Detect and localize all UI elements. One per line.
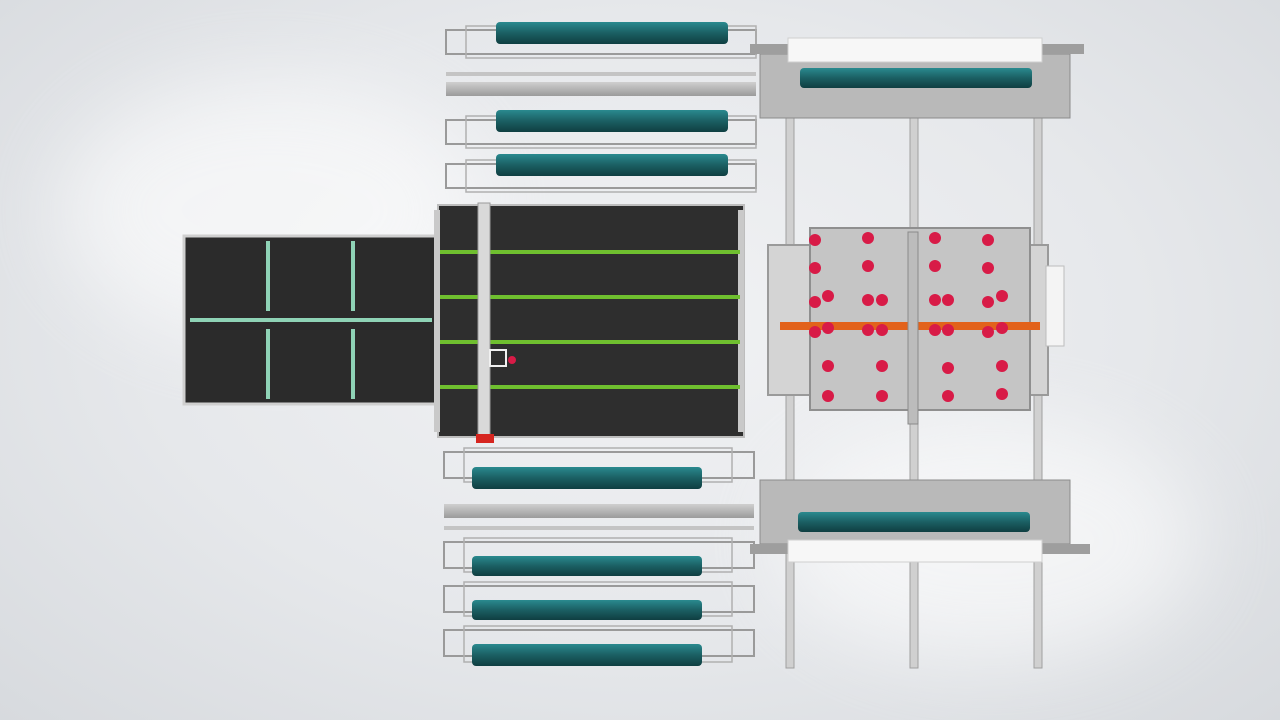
rack-9: [443, 625, 755, 666]
rack-2: [446, 72, 756, 96]
rack-5: [443, 447, 755, 489]
cutting-table: [434, 202, 745, 443]
rack-3: [445, 110, 757, 149]
loader-lower: [750, 479, 1090, 563]
rack-group-upper: [445, 22, 757, 193]
loader-upper: [750, 37, 1084, 119]
rack-group-lower: [443, 447, 755, 666]
rack-4: [445, 154, 757, 193]
rack-7: [443, 537, 755, 576]
rack-6: [444, 504, 754, 530]
suction-lifting-frame: [767, 227, 1065, 425]
suction-cups: [809, 232, 1008, 402]
loading-table: [182, 234, 438, 406]
rack-8: [443, 581, 755, 620]
rack-1: [445, 22, 757, 59]
